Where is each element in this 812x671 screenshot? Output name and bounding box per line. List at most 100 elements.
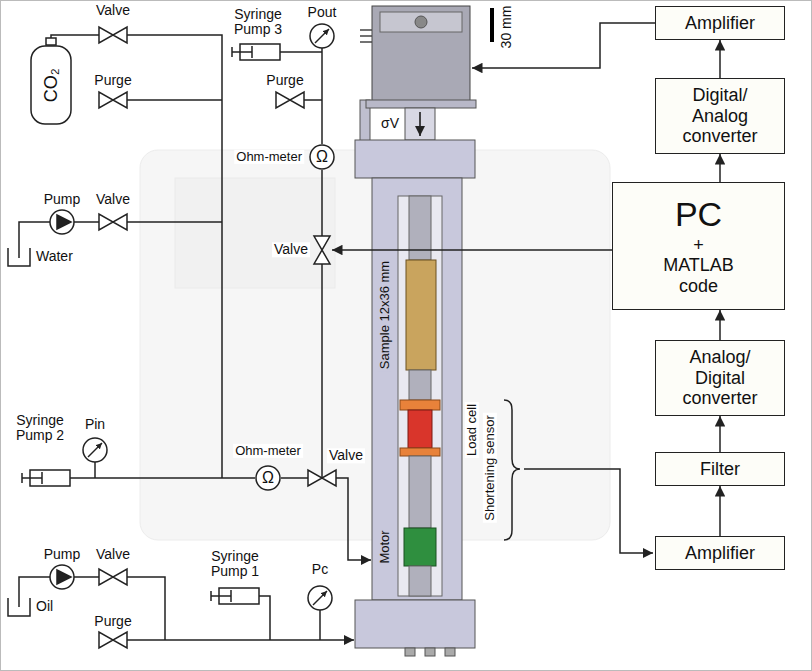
stress-label: σV	[379, 116, 401, 131]
motor-plate	[366, 100, 476, 108]
node-text: CO₂	[41, 68, 62, 102]
ohm-meter-symbol: Ω	[255, 465, 281, 491]
pipe	[321, 170, 323, 236]
pressure-gauge	[308, 586, 332, 610]
pipe	[127, 99, 222, 101]
syringe-plunger	[22, 472, 42, 484]
lower-flange	[355, 600, 475, 648]
base-rod	[409, 566, 431, 596]
pipe	[70, 477, 255, 479]
part-label: Load cell	[465, 402, 479, 458]
port	[405, 648, 415, 656]
motor-hole	[415, 16, 427, 28]
pipe	[127, 221, 222, 223]
node-text: Amplifier	[685, 13, 755, 34]
process-box: Digital/ Analog converter	[655, 78, 785, 154]
node-text: Ω	[316, 149, 328, 165]
motor-pin	[360, 29, 372, 31]
motor-part	[404, 528, 436, 566]
valve-label: Valve	[327, 448, 365, 463]
fluid-label: Water	[34, 249, 75, 264]
meter-label: Ohm-meter	[234, 150, 304, 164]
sensor-rod	[409, 456, 431, 528]
scale-label: 30 mm	[499, 4, 514, 51]
valve-symbol	[308, 470, 336, 486]
valve-label: Valve	[94, 192, 132, 207]
pipe-trunk	[127, 35, 222, 478]
port	[425, 648, 435, 656]
circle-outline	[256, 466, 280, 490]
ring	[400, 400, 440, 410]
valve-symbol	[276, 92, 304, 108]
cylinder-neck	[46, 38, 56, 45]
ohm-meter-symbol: Ω	[309, 144, 335, 170]
pump-triangle	[57, 570, 71, 584]
lower-piston	[409, 370, 431, 400]
valve-symbol	[99, 92, 127, 108]
valve-symbol	[99, 214, 127, 230]
oil-tank	[8, 598, 30, 616]
node-text: Ω	[262, 470, 274, 486]
pressure-gauge	[83, 438, 107, 462]
valve-symbol	[99, 27, 127, 43]
pipe	[321, 264, 323, 478]
gauge-label: Pc	[310, 562, 330, 577]
sample	[406, 260, 436, 370]
pump-label: Syringe Pump 3	[224, 7, 292, 38]
computer-box: PC+ MATLAB code	[612, 182, 785, 310]
part-label: Motor	[378, 528, 392, 565]
upper-flange	[355, 140, 475, 178]
part-label: Sample 12x36 mm	[378, 259, 392, 371]
node-text: PC	[675, 195, 722, 234]
purge-label: Purge	[92, 73, 133, 88]
cell-body	[372, 178, 462, 600]
fluid-label: Oil	[34, 599, 55, 614]
valve-label: Valve	[94, 547, 132, 562]
shaft	[405, 108, 435, 140]
pipe	[74, 221, 99, 223]
signal-arrow	[719, 154, 721, 182]
node-text: Amplifier	[685, 543, 755, 564]
motor-pin	[360, 41, 372, 43]
motor-pin	[360, 35, 372, 37]
stepper-motor	[372, 6, 470, 102]
signal-arrow	[719, 40, 721, 78]
cylinder-outline	[31, 46, 71, 124]
port	[445, 648, 455, 656]
pump-triangle	[57, 215, 71, 229]
pump-label: Syringe Pump 1	[201, 549, 269, 580]
signal-arrow	[719, 486, 721, 536]
gas-cylinder: CO₂	[30, 45, 72, 125]
pipe	[319, 610, 321, 640]
syringe-plunger	[232, 46, 252, 58]
node-text: Digital/ Analog converter	[664, 85, 776, 147]
purge-label: Purge	[92, 614, 133, 629]
pipe	[51, 35, 99, 38]
gauge-needle	[88, 443, 102, 457]
signal-line	[524, 469, 653, 553]
water-tank	[8, 248, 30, 266]
node-text: Filter	[700, 459, 740, 480]
ghost-screen	[175, 178, 335, 288]
part-label: Shortening sensor	[483, 413, 497, 523]
valve-label: Valve	[94, 3, 132, 18]
pump-label: Pump	[42, 547, 83, 562]
gauge-needle	[313, 591, 327, 605]
node-text: + MATLAB code	[660, 235, 738, 297]
pipe	[281, 477, 308, 479]
gauge-label: Pin	[83, 417, 107, 432]
gauge-needle	[315, 29, 329, 43]
valve-symbol	[99, 569, 127, 585]
process-box: Filter	[655, 452, 785, 486]
pump-label: Syringe Pump 2	[6, 413, 74, 444]
pipe	[304, 99, 322, 101]
scale-bar	[490, 8, 494, 42]
process-box: Analog/ Digital converter	[655, 340, 785, 416]
sensor-brace	[504, 400, 520, 540]
pipe	[280, 51, 322, 53]
control-line	[332, 249, 612, 251]
valve-symbol	[99, 632, 127, 648]
process-box: Amplifier	[655, 6, 785, 40]
pump-symbol	[50, 210, 74, 234]
pipe	[321, 48, 323, 144]
